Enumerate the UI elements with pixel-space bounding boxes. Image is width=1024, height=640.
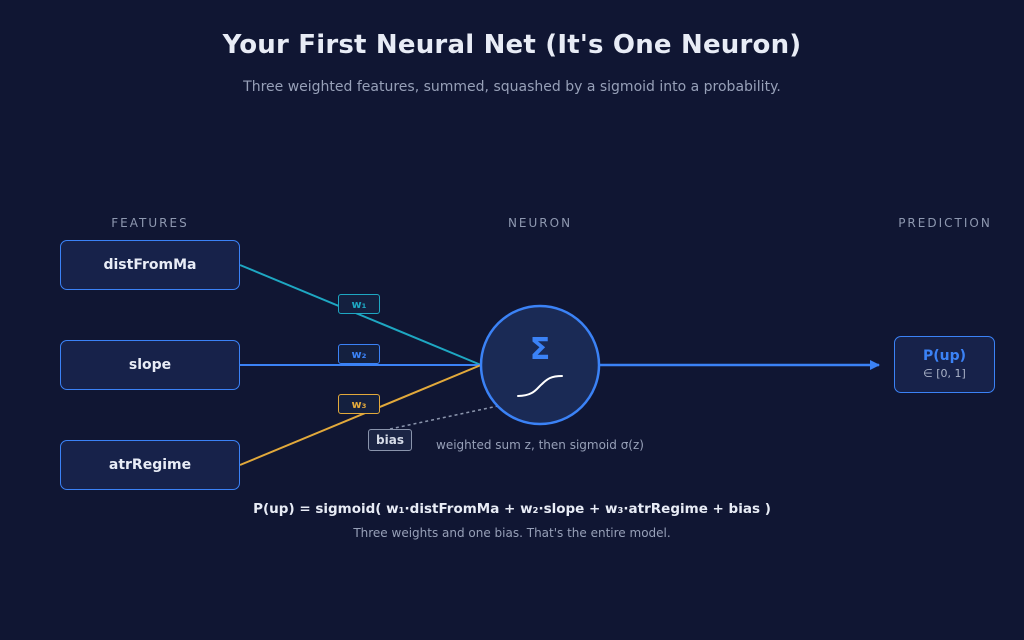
prediction-label: P(up) — [922, 348, 967, 364]
weight-label-w3: w₃ — [338, 394, 380, 414]
formula-note: Three weights and one bias. That's the e… — [353, 526, 671, 540]
model-formula: P(up) = sigmoid( w₁·distFromMa + w₂·slop… — [253, 501, 771, 517]
prediction-range: ∈ [0, 1] — [923, 367, 966, 380]
neuron-node — [479, 304, 601, 426]
edge-atrregime-to-neuron — [239, 364, 482, 466]
feature-box-distfromma: distFromMa — [60, 240, 240, 290]
edge-bias-to-neuron — [389, 405, 499, 430]
page-title: Your First Neural Net (It's One Neuron) — [222, 30, 802, 60]
feature-box-atrregime: atrRegime — [60, 440, 240, 490]
neuron-column-header: NEURON — [507, 216, 573, 230]
sigma-symbol: Σ — [530, 332, 551, 367]
weight-label-w1: w₁ — [338, 294, 380, 314]
page-subtitle: Three weighted features, summed, squashe… — [243, 79, 781, 95]
weight-label-w2: w₂ — [338, 344, 380, 364]
features-column-header: FEATURES — [111, 216, 189, 230]
edge-distfromma-to-neuron — [239, 264, 482, 366]
feature-box-slope: slope — [60, 340, 240, 390]
prediction-column-header: PREDICTION — [898, 216, 992, 230]
bias-label: bias — [368, 429, 412, 451]
prediction-box: P(up) ∈ [0, 1] — [894, 336, 995, 393]
sigmoid-curve-icon — [517, 375, 563, 397]
neuron-caption: weighted sum z, then sigmoid σ(z) — [436, 438, 644, 452]
